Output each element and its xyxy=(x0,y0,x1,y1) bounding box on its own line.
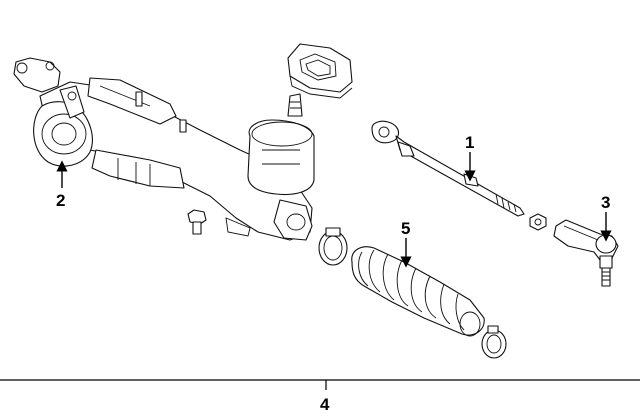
boot-clamp-outer xyxy=(481,325,507,359)
callout-4: 4 xyxy=(320,395,330,414)
bellows-boot xyxy=(351,246,485,337)
callout-2: 2 xyxy=(56,191,65,210)
outer-tie-rod-end xyxy=(553,219,619,287)
jam-nut xyxy=(529,213,547,231)
callout-3: 3 xyxy=(601,193,610,212)
mounting-bolt xyxy=(187,209,207,235)
inner-tie-rod xyxy=(371,120,525,217)
rubber-mount xyxy=(287,43,353,99)
steering-gear-assembly xyxy=(13,57,315,241)
callout-1: 1 xyxy=(465,133,474,152)
boot-clamp-inner xyxy=(318,227,348,266)
callout-5: 5 xyxy=(401,219,410,238)
